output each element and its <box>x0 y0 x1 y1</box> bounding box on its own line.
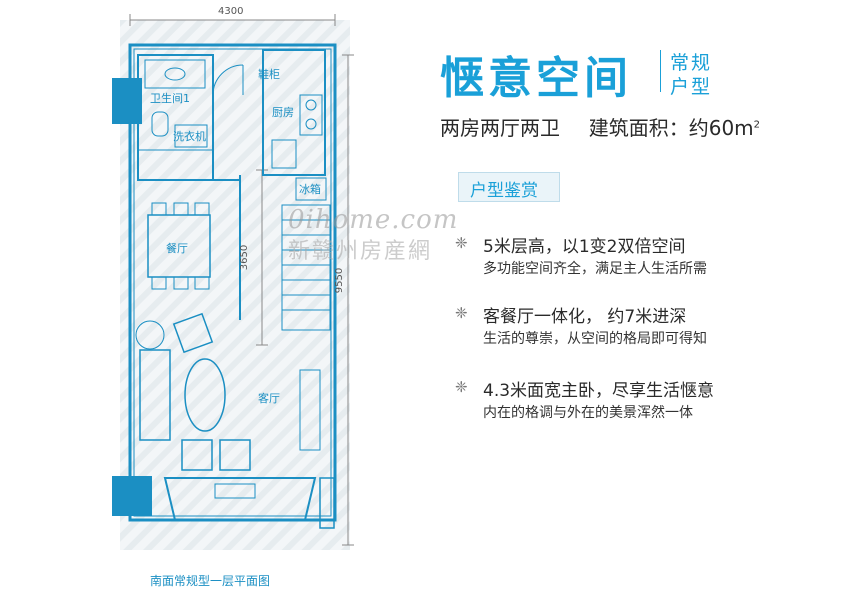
room-label-bathroom: 卫生间1 <box>150 92 190 105</box>
walls <box>128 43 337 522</box>
type-tag-line2: 户型 <box>670 76 713 98</box>
unit-summary: 两房两厅两卫 建筑面积：约60m2 <box>440 112 760 141</box>
watermark-url: 0ihome.com <box>288 205 459 235</box>
balcony-post <box>319 477 335 529</box>
feature-main: 4.3米面宽主卧，尽享生活惬意 <box>483 381 715 401</box>
feature-main: 5米层高，以1变2双倍空间 <box>483 237 686 257</box>
feature-sub: 生活的尊崇，从空间的格局即可得知 <box>483 331 707 347</box>
watermark: 0ihome.com 新赣州房産網 <box>288 205 458 265</box>
room-label-dining: 餐厅 <box>166 242 188 255</box>
floor-plan-drawing <box>112 14 354 550</box>
watermark-site-name: 新赣州房産網 <box>288 239 433 264</box>
feature-sub: 内在的格调与外在的美景浑然一体 <box>483 405 693 421</box>
dim-depth-label: 9550 <box>334 267 346 294</box>
section-header-box <box>458 172 560 202</box>
summary-area: 建筑面积：约60m <box>588 116 754 140</box>
room-label-kitchen: 厨房 <box>272 106 294 119</box>
snowflake-icon: ❈ <box>455 304 468 322</box>
snowflake-icon: ❈ <box>455 378 468 396</box>
room-label-washer: 洗衣机 <box>173 130 206 143</box>
summary-rooms: 两房两厅两卫 <box>440 116 560 140</box>
room-label-living: 客厅 <box>258 392 280 405</box>
type-tag-line1: 常规 <box>670 52 713 74</box>
page-title: 惬意空间 <box>440 53 632 104</box>
room-label-fridge: 冰箱 <box>299 183 321 196</box>
dim-inner-label: 3650 <box>239 244 251 271</box>
summary-area-unit: 2 <box>753 119 761 131</box>
snowflake-icon: ❈ <box>455 234 468 252</box>
feature-sub: 多功能空间齐全，满足主人生活所需 <box>483 261 707 277</box>
dim-width-label: 4300 <box>218 6 244 17</box>
aircon-unit-bottom <box>112 476 152 516</box>
feature-main: 客餐厅一体化， 约7米进深 <box>483 307 687 327</box>
plan-hatch-bg <box>120 20 350 550</box>
plan-caption: 南面常规型一层平面图 <box>150 574 271 588</box>
dimension-lines <box>129 14 354 546</box>
floor-plan: 4300 3650 9550 卫生间1 鞋柜 洗衣机 厨房 冰箱 餐厅 客厅 南… <box>0 0 360 600</box>
room-label-shoe-cabinet: 鞋柜 <box>258 68 280 81</box>
section-title: 户型鉴赏 <box>470 181 538 201</box>
aircon-unit-top <box>112 78 142 124</box>
title-divider <box>660 50 661 92</box>
